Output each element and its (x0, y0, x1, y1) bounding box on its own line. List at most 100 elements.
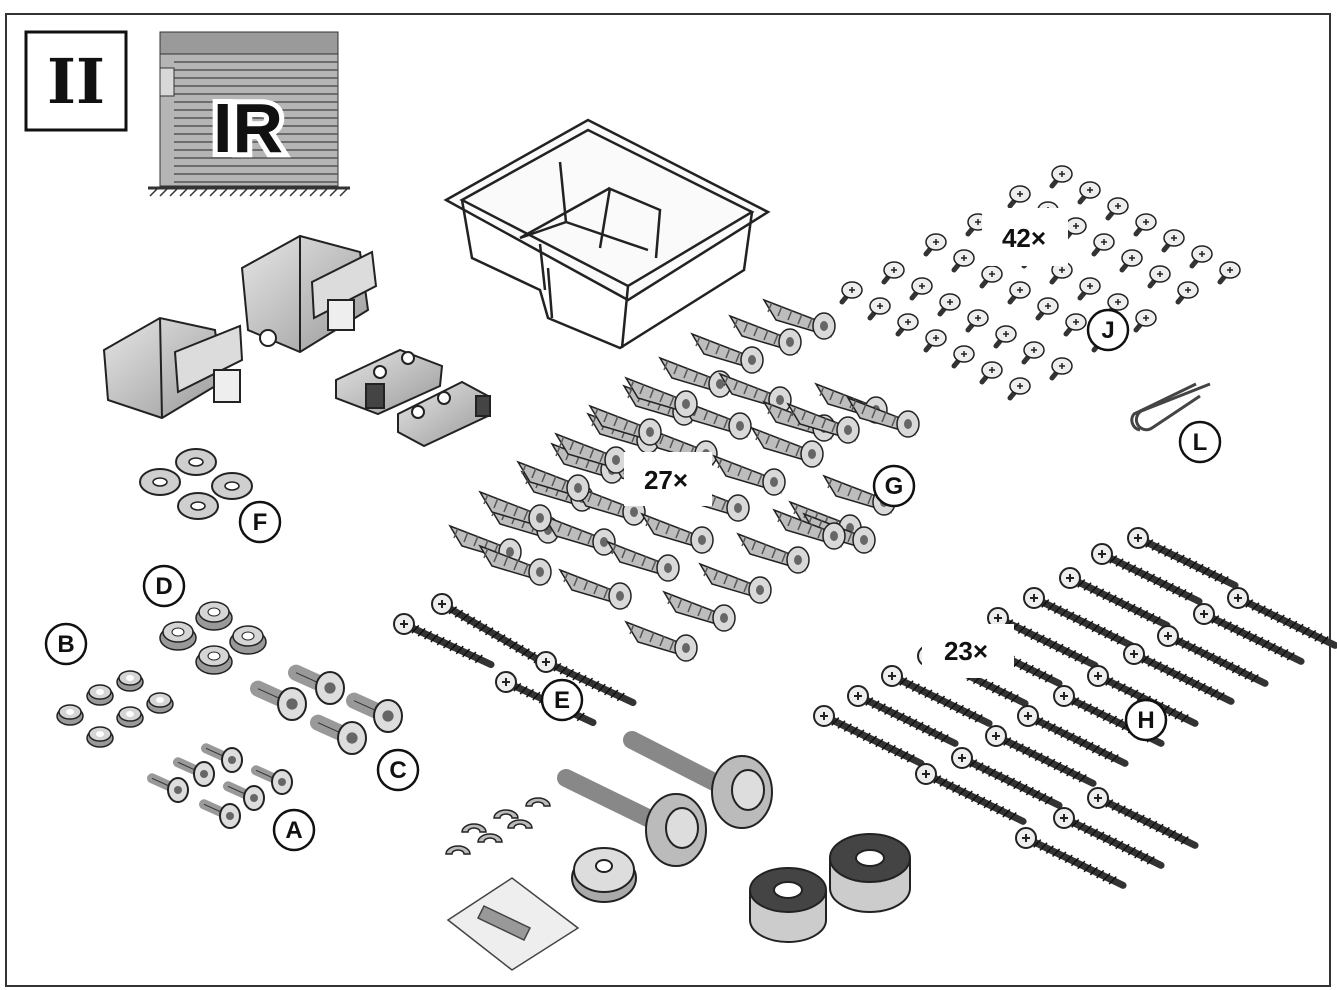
screw-j (1077, 181, 1101, 205)
wall-plug-g (712, 454, 786, 496)
nut-b (56, 704, 84, 726)
screw-j (1077, 277, 1101, 301)
screw-j (1161, 229, 1185, 253)
bolt-a (199, 799, 241, 829)
callout-c: C (376, 748, 420, 792)
screw-h (1053, 807, 1165, 869)
nut-b (86, 726, 114, 748)
step-numeral: II (47, 45, 105, 118)
bolt-a (147, 773, 189, 803)
wall-plug-g (624, 620, 698, 662)
screw-h (1157, 625, 1269, 687)
screw-h (985, 725, 1097, 787)
screw-j (979, 361, 1003, 385)
callout-letter: B (57, 631, 74, 658)
screw-h (915, 763, 1027, 825)
bracket-icon (102, 234, 378, 420)
screw-h (1017, 705, 1129, 767)
callout-j: J (1086, 308, 1130, 352)
bolt-a (223, 781, 265, 811)
screw-e (431, 593, 550, 668)
screw-j (937, 293, 961, 317)
wall-plug-g (558, 568, 632, 610)
tape-roll-icon (749, 833, 911, 943)
wall-plug-g (658, 356, 732, 398)
count-j-text: 42× (1002, 223, 1046, 253)
screw-j (839, 281, 863, 305)
screw-j (965, 309, 989, 333)
wall-plug-g (762, 298, 836, 340)
screw-e (535, 651, 637, 707)
count-label-j: 42× (982, 208, 1068, 266)
callout-h: H (1124, 698, 1168, 742)
nut-b (116, 706, 144, 728)
screw-j (1217, 261, 1241, 285)
wall-plug-g (750, 426, 824, 468)
garage-door-icon: IR (148, 31, 350, 197)
screw-j (909, 277, 933, 301)
screw-h (1193, 603, 1305, 665)
screw-j (1049, 165, 1073, 189)
bolt-c (250, 680, 307, 721)
wall-plug-g (772, 508, 846, 550)
ir-badge: IR (213, 89, 283, 167)
screw-j (1049, 357, 1073, 381)
bolt-a (173, 757, 215, 787)
screw-h (1087, 787, 1199, 849)
callout-letter: G (885, 473, 904, 500)
wall-plug-g (588, 404, 662, 446)
washer-f (177, 492, 219, 520)
screw-j (1007, 281, 1031, 305)
nut-b (86, 684, 114, 706)
callout-letter: E (554, 687, 570, 714)
screw-j (1063, 217, 1087, 241)
bolt-c (346, 692, 403, 733)
washer-f (175, 448, 217, 476)
screw-h (1091, 543, 1203, 605)
nut-d (195, 601, 233, 631)
bolt-a (251, 765, 293, 795)
callout-letter: A (285, 817, 302, 844)
count-g-text: 27× (644, 465, 688, 495)
callout-letter: F (253, 509, 268, 536)
wall-plug-g (478, 544, 552, 586)
bolt-c (310, 714, 367, 755)
wall-plug-g (786, 402, 860, 444)
count-label-h: 23× (922, 624, 1014, 678)
screw-j (881, 261, 905, 285)
screw-j (1035, 297, 1059, 321)
wall-plug-g (606, 540, 680, 582)
screw-j (1063, 313, 1087, 337)
screw-j (895, 313, 919, 337)
screw-j (923, 233, 947, 257)
bolt-c (288, 664, 345, 705)
screw-j (1105, 197, 1129, 221)
washer-f (139, 468, 181, 496)
screw-j (951, 249, 975, 273)
bolt-a (201, 743, 243, 773)
wall-plug-g (662, 590, 736, 632)
wall-plug-g (846, 396, 920, 438)
screw-j (1119, 249, 1143, 273)
screw-h (813, 705, 925, 767)
screw-j (923, 329, 947, 353)
wall-plug-g (478, 490, 552, 532)
wall-plug-g (718, 372, 792, 414)
wall-plug-g (736, 532, 810, 574)
screw-h (1127, 527, 1239, 589)
screw-j (1133, 213, 1157, 237)
wall-plug-g (624, 376, 698, 418)
screw-j (1007, 185, 1031, 209)
screw-j (1133, 309, 1157, 333)
callout-letter: J (1101, 317, 1114, 344)
screw-h (951, 747, 1063, 809)
washer-f (211, 472, 253, 500)
callout-letter: C (389, 757, 406, 784)
nut-d (195, 645, 233, 675)
screw-j (867, 297, 891, 321)
count-label-g: 27× (624, 452, 712, 506)
screw-h (1015, 827, 1127, 889)
diagram-frame (5, 13, 1331, 987)
screw-j (1189, 245, 1213, 269)
screw-e (393, 613, 495, 669)
